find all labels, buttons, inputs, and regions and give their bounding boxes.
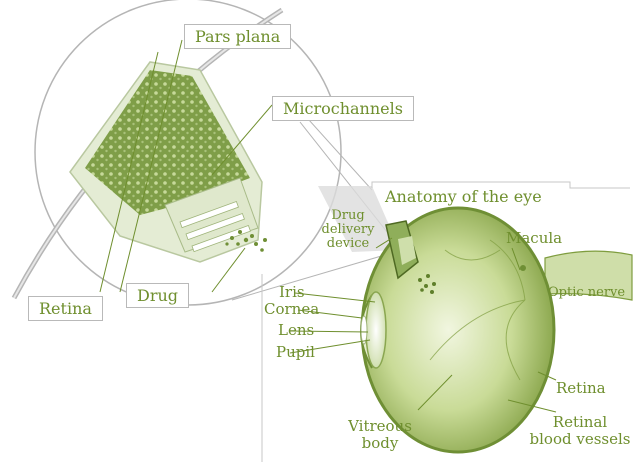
anatomy-title: Anatomy of the eye (385, 188, 542, 205)
retinal-blood-vessels-label: Retinal blood vessels (528, 414, 632, 448)
retina-inset-label: Retina (28, 296, 103, 321)
drug-delivery-line-2: delivery (318, 223, 378, 237)
magnified-inset (14, 0, 341, 305)
macula-label: Macula (506, 230, 562, 247)
vitreous-line-1: Vitreous (340, 418, 420, 435)
pupil-label: Pupil (276, 344, 315, 361)
drug-delivery-line-3: device (318, 237, 378, 251)
optic-nerve-label: Optic nerve (548, 284, 625, 301)
drug-delivery-device-label: Drug delivery device (318, 209, 378, 251)
cornea-label: Cornea (264, 301, 319, 318)
retinal-vessels-line-1: Retinal (528, 414, 632, 431)
retina-eye-label: Retina (556, 380, 606, 397)
lens-label: Lens (278, 322, 314, 339)
microchannels-label: Microchannels (272, 96, 414, 121)
iris-label: Iris (279, 284, 305, 301)
pars-plana-label: Pars plana (184, 24, 291, 49)
drug-label: Drug (126, 283, 189, 308)
vitreous-body-label: Vitreous body (340, 418, 420, 452)
retinal-vessels-line-2: blood vessels (528, 431, 632, 448)
drug-delivery-line-1: Drug (318, 209, 378, 223)
vitreous-line-2: body (340, 435, 420, 452)
